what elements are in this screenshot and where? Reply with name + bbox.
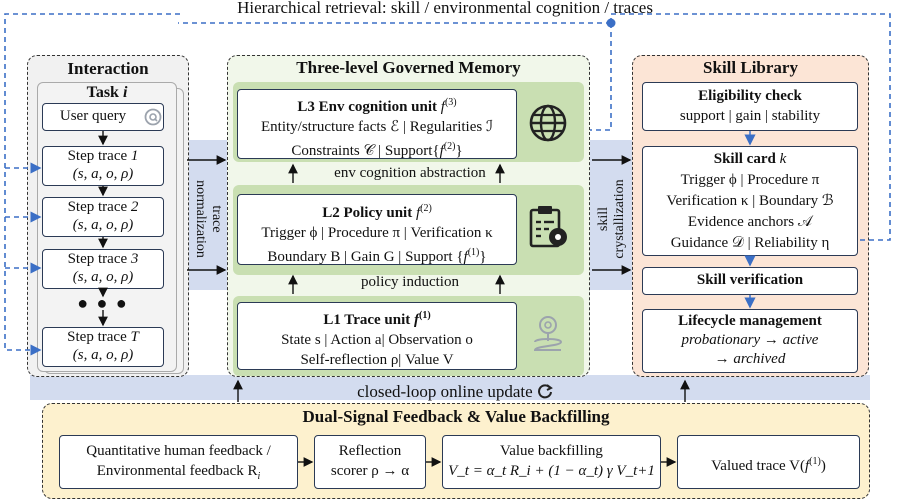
feedback-box-4-text: Valued trace V(f(1)) [711,456,826,474]
lifecycle-box [642,309,858,373]
skill-card-box [642,146,858,256]
eligibility-check-box [642,82,858,131]
l1-unit-text: L1 Trace unit f(1) State s | Action a| O… [281,310,473,368]
feedback-box-3-text: Value backfilling V_t = α_t R_i + (1 − α… [448,443,655,479]
user-query-label: User query [59,108,127,124]
skill-verification-box [642,267,858,295]
step-ellipsis: ● ● ● [77,293,129,313]
step-trace-2-box [42,197,164,237]
feedback-box-2 [314,435,426,489]
feedback-box-1 [59,435,298,489]
clipboard-icon [527,204,571,250]
step-trace-T-text: Step trace T (s, a, o, ρ) [67,329,139,363]
feedback-box-4 [677,435,860,489]
feedback-box-1-text: Quantitative human feedback / Environmen… [86,443,271,482]
feedback-box-2-text: Reflection scorer ρ → α [330,443,410,479]
l3-unit-box [237,89,517,159]
retrieval-hub-dot [606,18,616,28]
interaction-title: Interaction [67,59,149,78]
task-title: Task i [86,84,128,101]
lifecycle-text: Lifecycle management probationary → acti… [678,313,822,367]
globe-icon [528,103,568,143]
refresh-icon [537,384,553,399]
step-trace-3-text: Step trace 3 (s, a, o, ρ) [67,251,139,285]
skill-verification-text: Skill verification [696,272,804,288]
step-trace-3-box [42,249,164,289]
step-trace-1-box [42,146,164,186]
trace-normalization-band [186,140,230,290]
feedback-title: Dual-Signal Feedback & Value Backfilling [302,407,610,426]
memory-title: Three-level Governed Memory [296,58,521,77]
policy-induction-label: policy induction [361,274,459,290]
hierarchical-retrieval-label: Hierarchical retrieval: skill / environm… [180,0,710,18]
step-trace-2-text: Step trace 2 (s, a, o, ρ) [67,199,139,233]
skill-crystallization-band [588,140,636,290]
l2-unit-box [237,194,517,265]
eligibility-check-text: Eligibility check support | gain | stabi… [679,88,821,124]
retrieval-loop [4,13,891,356]
skill-card-text: Skill card k Trigger ϕ | Procedure π Ver… [666,151,834,251]
l3-unit-text: L3 Env cognition unit f(3) Entity/struct… [261,97,493,159]
skill-library-title: Skill Library [703,58,798,77]
magnifier-icon [143,107,163,127]
l2-unit-text: L2 Policy unit f(2) Trigger ϕ | Procedur… [261,203,493,265]
l1-unit-box [237,302,517,370]
location-pin-icon [531,314,565,354]
step-trace-1-text: Step trace 1 (s, a, o, ρ) [67,148,139,182]
feedback-box-3 [442,435,661,489]
step-trace-T-box [42,327,164,367]
closed-loop-label: closed-loop online update [330,382,580,402]
env-cognition-abstraction-label: env cognition abstraction [334,165,486,181]
user-query-box [42,103,164,131]
